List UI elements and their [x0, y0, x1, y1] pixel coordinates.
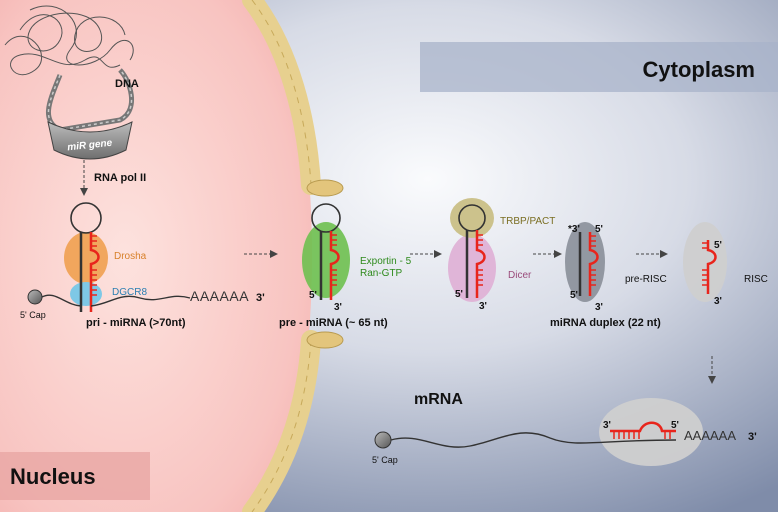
pri-mirna-tail	[41, 294, 191, 307]
pre-risc-label: pre-RISC	[625, 274, 667, 285]
duplex-five-prime-top: 5'	[595, 224, 603, 235]
pri-mirna-loop	[70, 202, 102, 234]
trbp-label: TRBP/PACT	[500, 216, 555, 227]
five-prime-cap	[27, 289, 43, 305]
duplex-three-prime-bottom: 3'	[595, 302, 603, 313]
dicer-label: Dicer	[508, 270, 532, 281]
pre-mirna-loop	[311, 203, 341, 233]
cytoplasm-banner	[420, 42, 778, 92]
mirna-duplex-complex	[565, 222, 605, 302]
mrna-bound-three-prime: 3'	[603, 420, 611, 431]
mir-gene-label: miR gene	[67, 138, 113, 154]
risc-five-prime: 5'	[714, 240, 722, 251]
dicer-substrate-loop	[458, 204, 486, 232]
mrna-three-prime: 3'	[748, 431, 757, 443]
risc-label: RISC	[744, 274, 768, 285]
mrna-polya-label: AAAAAA	[684, 428, 736, 443]
dicer-three-prime: 3'	[479, 301, 487, 312]
duplex-star-three-prime: *3'	[568, 224, 580, 235]
risc-complex	[683, 222, 727, 302]
trbp-pact	[450, 198, 494, 238]
nuclear-pore-top	[306, 179, 344, 197]
cytoplasm-label: Cytoplasm	[643, 57, 755, 82]
exportin-label: Exportin - 5	[360, 256, 412, 267]
mrna-risc-complex	[599, 398, 703, 466]
mrna-cap-label: 5' Cap	[372, 455, 398, 465]
dicer-enzyme	[448, 234, 496, 302]
duplex-caption: miRNA duplex (22 nt)	[550, 317, 661, 329]
nuclear-membrane	[242, 0, 344, 512]
pri-mirna-caption: pri - miRNA (>70nt)	[86, 317, 186, 329]
pre-mirna-caption: pre - miRNA (~ 65 nt)	[279, 317, 388, 329]
dicer-five-prime: 5'	[455, 289, 463, 300]
pri-cap-label: 5' Cap	[20, 310, 46, 320]
duplex-five-prime-bottom: 5'	[570, 290, 578, 301]
pri-three-prime: 3'	[256, 292, 265, 304]
drosha-enzyme	[64, 232, 108, 284]
ran-gtp-label: Ran-GTP	[360, 268, 403, 279]
dna-label: DNA	[115, 78, 139, 90]
mrna-label: mRNA	[414, 391, 463, 408]
dna-strand	[4, 5, 134, 76]
pre-five-prime: 5'	[309, 290, 317, 301]
mir-gene-box	[47, 121, 133, 160]
mrna-five-prime-cap	[374, 431, 392, 449]
dgcr8-protein	[70, 282, 102, 306]
nuclear-pore-bottom	[306, 331, 344, 349]
pre-three-prime: 3'	[334, 302, 342, 313]
drosha-label: Drosha	[114, 251, 147, 262]
pri-polya-label: AAAAAA	[190, 288, 249, 304]
nucleus-region	[0, 0, 312, 512]
exportin-5	[302, 222, 350, 298]
rna-pol-label: RNA pol II	[94, 172, 146, 184]
mrna-bound-five-prime: 5'	[671, 420, 679, 431]
nucleus-label: Nucleus	[10, 464, 96, 489]
mirna-bound	[610, 421, 676, 433]
mrna-strand	[390, 432, 677, 448]
risc-three-prime: 3'	[714, 296, 722, 307]
nucleus-banner	[0, 452, 150, 500]
dgcr8-label: DGCR8	[112, 287, 147, 298]
